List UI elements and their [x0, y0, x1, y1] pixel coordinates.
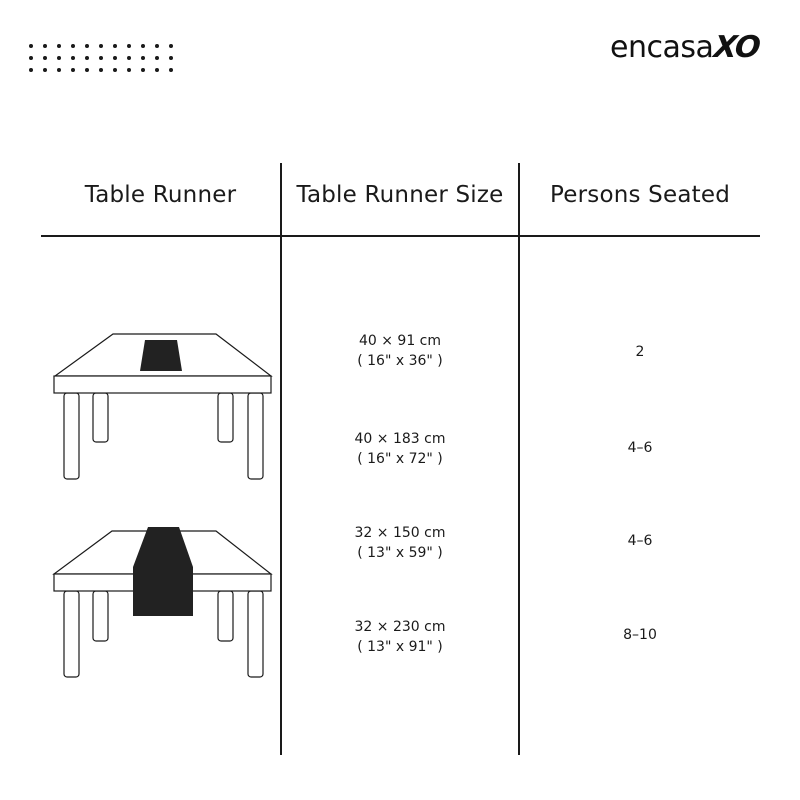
persons-cell-4: 8–10: [623, 627, 657, 643]
long-runner-table-icon: [52, 527, 273, 678]
size-cell-2: 40 × 183 cm ( 16" x 72" ): [282, 429, 518, 469]
size-cm: 40 × 183 cm: [354, 431, 446, 447]
size-in: ( 16" x 36" ): [357, 353, 443, 369]
persons-cell-3: 4–6: [627, 533, 653, 549]
header-persons-seated: Persons Seated: [550, 182, 730, 208]
size-in: ( 13" x 91" ): [357, 639, 443, 655]
size-in: ( 16" x 72" ): [357, 451, 443, 467]
dot-grid-decoration: [29, 44, 173, 72]
header-divider: [41, 235, 760, 237]
size-cell-3: 32 × 150 cm ( 13" x 59" ): [282, 523, 518, 563]
size-cm: 40 × 91 cm: [358, 333, 442, 349]
header-table-runner-size: Table Runner Size: [296, 182, 504, 208]
size-in: ( 13" x 59" ): [357, 545, 443, 561]
brand-name: encasa: [610, 30, 714, 65]
short-runner-table-icon: [53, 333, 273, 480]
size-cm: 32 × 230 cm: [354, 619, 446, 635]
persons-cell-2: 4–6: [627, 440, 653, 456]
column-divider-1: [280, 163, 282, 755]
size-cm: 32 × 150 cm: [354, 525, 446, 541]
column-divider-2: [518, 163, 520, 755]
header-table-runner: Table Runner: [84, 182, 237, 208]
persons-cell-1: 2: [635, 344, 645, 360]
brand-suffix: XO: [712, 30, 762, 65]
size-cell-1: 40 × 91 cm ( 16" x 36" ): [282, 331, 518, 371]
size-cell-4: 32 × 230 cm ( 13" x 91" ): [282, 617, 518, 657]
